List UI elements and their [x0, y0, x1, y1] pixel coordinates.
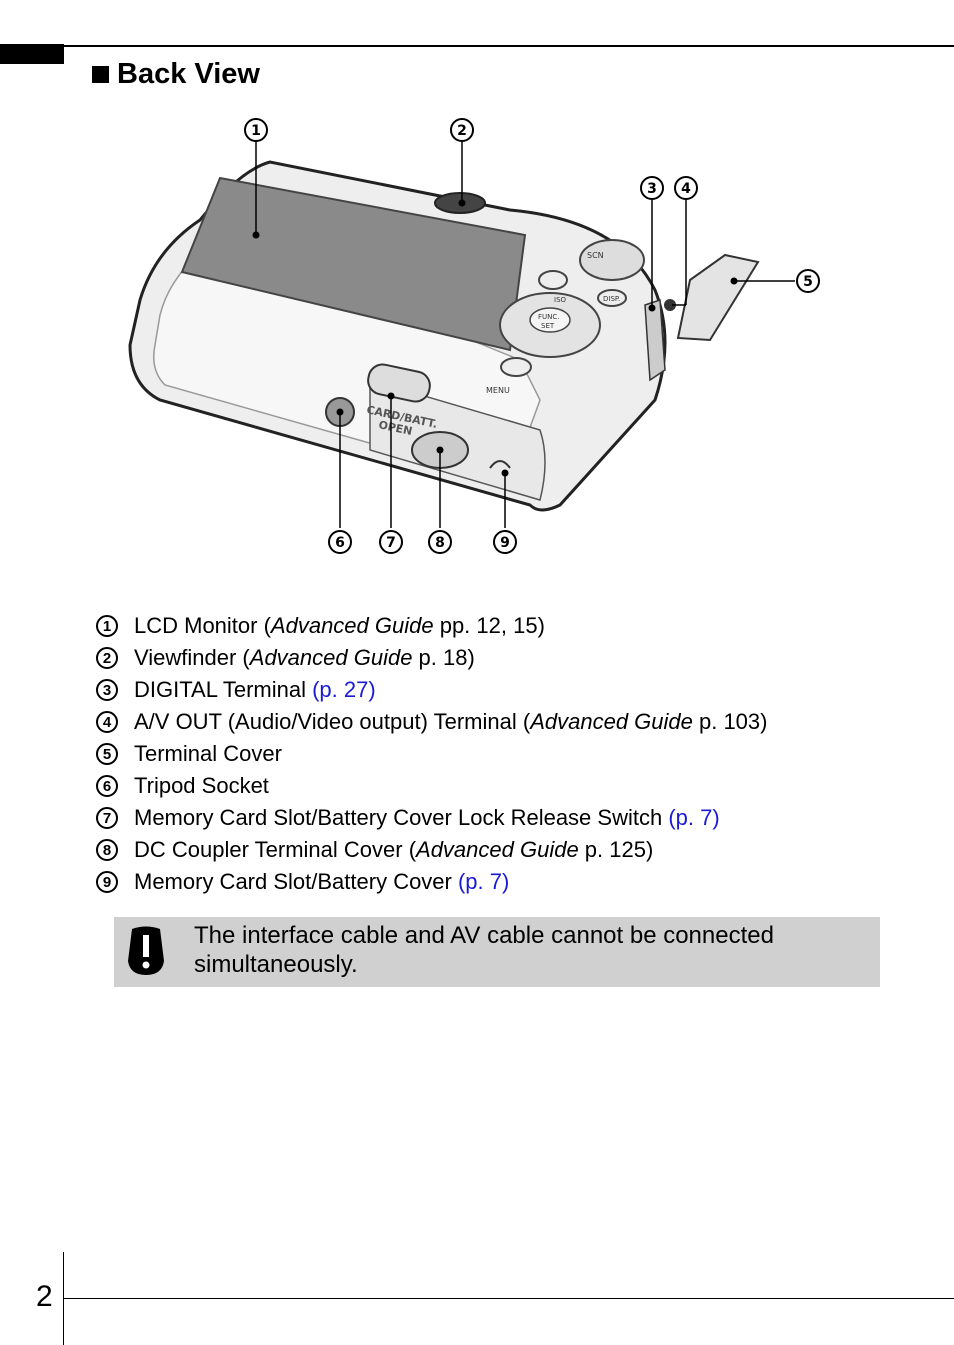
- callout-7: 7: [380, 531, 402, 553]
- legend-item: 7 Memory Card Slot/Battery Cover Lock Rel…: [96, 802, 896, 834]
- legend-text-part: pp. 12, 15): [434, 613, 545, 638]
- legend-number: 4: [96, 711, 118, 733]
- svg-text:8: 8: [435, 535, 445, 551]
- page-number: 2: [36, 1280, 53, 1314]
- legend-text: DC Coupler Terminal Cover (Advanced Guid…: [134, 837, 653, 863]
- terminal-cover: [678, 255, 758, 340]
- menu-button: [501, 358, 531, 376]
- legend-text-part: DIGITAL Terminal: [134, 677, 312, 702]
- legend-number: 5: [96, 743, 118, 765]
- guide-reference: Advanced Guide: [271, 613, 434, 638]
- svg-text:3: 3: [647, 181, 657, 197]
- func-label: FUNC.: [538, 313, 560, 321]
- page-reference-link[interactable]: (p. 27): [312, 677, 376, 702]
- page-reference-link[interactable]: (p. 7): [668, 805, 719, 830]
- legend-item: 2 Viewfinder (Advanced Guide p. 18): [96, 642, 896, 674]
- callout-1: 1: [245, 119, 267, 141]
- bottom-rule: [63, 1298, 954, 1299]
- svg-text:2: 2: [457, 123, 467, 139]
- callout-2: 2: [451, 119, 473, 141]
- iso-label: ISO: [554, 296, 567, 304]
- callout-8: 8: [429, 531, 451, 553]
- legend-text: A/V OUT (Audio/Video output) Terminal (A…: [134, 709, 767, 735]
- legend-text: Memory Card Slot/Battery Cover Lock Rele…: [134, 805, 720, 831]
- page-reference-link[interactable]: (p. 7): [458, 869, 509, 894]
- svg-text:4: 4: [681, 181, 691, 197]
- legend-item: 4 A/V OUT (Audio/Video output) Terminal (…: [96, 706, 896, 738]
- legend-text: DIGITAL Terminal (p. 27): [134, 677, 376, 703]
- legend-text-part: Memory Card Slot/Battery Cover: [134, 869, 458, 894]
- legend-text-part: DC Coupler Terminal Cover (: [134, 837, 416, 862]
- svg-text:5: 5: [803, 274, 813, 290]
- callout-9: 9: [494, 531, 516, 553]
- legend-text-part: LCD Monitor (: [134, 613, 271, 638]
- square-bullet-icon: [92, 66, 109, 83]
- legend-text: Terminal Cover: [134, 741, 282, 767]
- section-title: Back View: [117, 58, 260, 91]
- section-heading: Back View: [92, 58, 260, 91]
- legend-item: 5 Terminal Cover: [96, 738, 896, 770]
- legend-text-part: Memory Card Slot/Battery Cover Lock Rele…: [134, 805, 668, 830]
- dial-scn-label: SCN: [587, 251, 604, 260]
- legend-text-part: A/V OUT (Audio/Video output) Terminal (: [134, 709, 530, 734]
- set-label: SET: [541, 322, 555, 330]
- legend-number: 3: [96, 679, 118, 701]
- legend-number: 9: [96, 871, 118, 893]
- svg-text:6: 6: [335, 535, 345, 551]
- callout-3: 3: [641, 177, 663, 199]
- top-rule: [0, 45, 954, 47]
- legend-number: 7: [96, 807, 118, 829]
- legend-number: 1: [96, 615, 118, 637]
- legend-text: Memory Card Slot/Battery Cover (p. 7): [134, 869, 509, 895]
- legend-number: 8: [96, 839, 118, 861]
- guide-reference: Advanced Guide: [530, 709, 693, 734]
- print-button: [539, 271, 567, 289]
- page-corner-tab: [0, 44, 64, 64]
- legend-item: 9 Memory Card Slot/Battery Cover (p. 7): [96, 866, 896, 898]
- legend-item: 6 Tripod Socket: [96, 770, 896, 802]
- caution-box: The interface cable and AV cable cannot …: [114, 917, 880, 987]
- caution-exclamation-icon: [124, 925, 168, 979]
- legend-number: 2: [96, 647, 118, 669]
- legend-text-part: Viewfinder (: [134, 645, 250, 670]
- legend-item: 1 LCD Monitor (Advanced Guide pp. 12, 15): [96, 610, 896, 642]
- legend-item: 3 DIGITAL Terminal (p. 27): [96, 674, 896, 706]
- legend-text-part: p. 125): [579, 837, 654, 862]
- guide-reference: Advanced Guide: [250, 645, 413, 670]
- caution-text: The interface cable and AV cable cannot …: [194, 921, 854, 979]
- legend-text-part: p. 18): [412, 645, 474, 670]
- legend-text: Tripod Socket: [134, 773, 269, 799]
- callout-5: 5: [797, 270, 819, 292]
- callout-4: 4: [675, 177, 697, 199]
- svg-text:1: 1: [251, 123, 261, 139]
- mode-dial: [580, 240, 644, 280]
- callout-6: 6: [329, 531, 351, 553]
- menu-label: MENU: [486, 386, 510, 395]
- legend-text: LCD Monitor (Advanced Guide pp. 12, 15): [134, 613, 545, 639]
- camera-back-view-diagram: SCN DISP. FUNC. SET ISO MENU CARD/BATT. …: [100, 100, 860, 570]
- svg-text:7: 7: [386, 535, 396, 551]
- svg-text:9: 9: [500, 535, 510, 551]
- disp-label: DISP.: [603, 295, 620, 303]
- legend-number: 6: [96, 775, 118, 797]
- legend-text: Viewfinder (Advanced Guide p. 18): [134, 645, 475, 671]
- legend-item: 8 DC Coupler Terminal Cover (Advanced Gui…: [96, 834, 896, 866]
- legend-text-part: Terminal Cover: [134, 741, 282, 766]
- guide-reference: Advanced Guide: [416, 837, 579, 862]
- legend-text-part: Tripod Socket: [134, 773, 269, 798]
- legend-text-part: p. 103): [693, 709, 768, 734]
